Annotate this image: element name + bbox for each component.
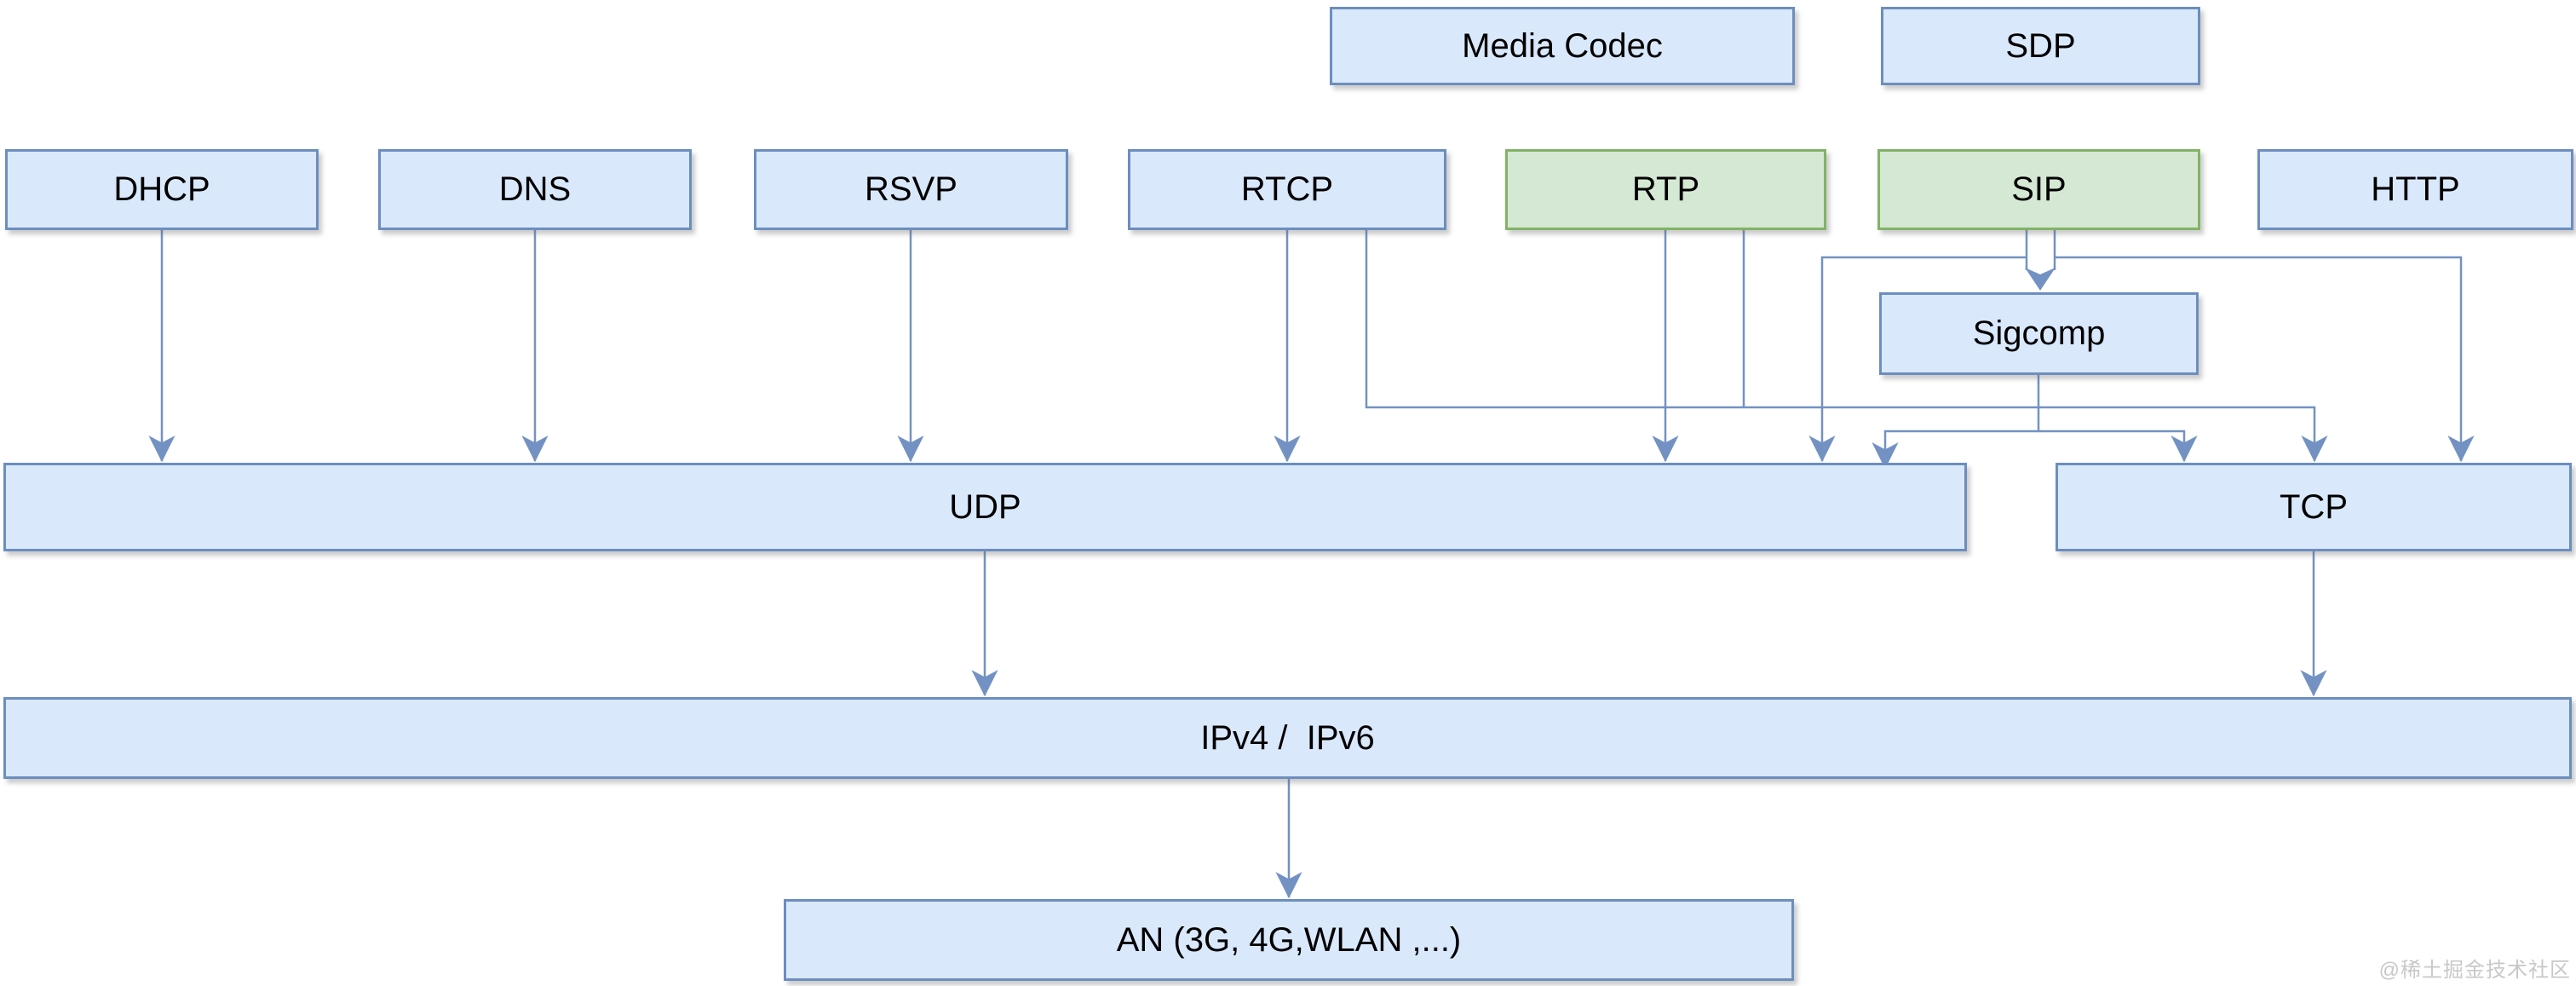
- node-dns: DNS: [378, 149, 692, 230]
- node-label: RTP: [1631, 170, 1700, 208]
- node-dhcp: DHCP: [5, 149, 319, 230]
- node-label: RSVP: [865, 170, 957, 208]
- node-sdp: SDP: [1881, 7, 2200, 85]
- node-rtcp: RTCP: [1128, 149, 1446, 230]
- node-label: Sigcomp: [1972, 314, 2106, 352]
- edge-sigcomp-udp: [1872, 375, 2040, 470]
- node-sigcomp: Sigcomp: [1879, 292, 2199, 375]
- node-tcp: TCP: [2056, 463, 2572, 551]
- node-udp: UDP: [3, 463, 1967, 551]
- node-http: HTTP: [2257, 149, 2573, 230]
- node-label: RTCP: [1240, 170, 1334, 208]
- node-label: DHCP: [113, 170, 210, 208]
- node-label: DNS: [498, 170, 572, 208]
- node-label: AN (3G, 4G,WLAN ,...): [1116, 920, 1462, 959]
- edge-sigcomp-tcp: [2038, 430, 2198, 463]
- node-label: UDP: [949, 487, 1021, 526]
- node-label: SIP: [2011, 170, 2067, 208]
- node-label: HTTP: [2371, 170, 2460, 208]
- node-access-network: AN (3G, 4G,WLAN ,...): [784, 899, 1794, 981]
- node-label: Media Codec: [1462, 26, 1663, 65]
- watermark: @稀土掘金技术社区: [2378, 959, 2571, 982]
- node-rsvp: RSVP: [754, 149, 1068, 230]
- node-ipv4-ipv6: IPv4 / IPv6: [3, 697, 2572, 779]
- node-label: SDP: [2005, 26, 2076, 65]
- node-label: TCP: [2280, 487, 2348, 526]
- sip-sigcomp-arrowhead: [2025, 268, 2056, 291]
- node-sip: SIP: [1877, 149, 2200, 230]
- node-media-codec: Media Codec: [1330, 7, 1795, 85]
- node-label: IPv4 / IPv6: [1200, 718, 1375, 757]
- node-rtp: RTP: [1505, 149, 1826, 230]
